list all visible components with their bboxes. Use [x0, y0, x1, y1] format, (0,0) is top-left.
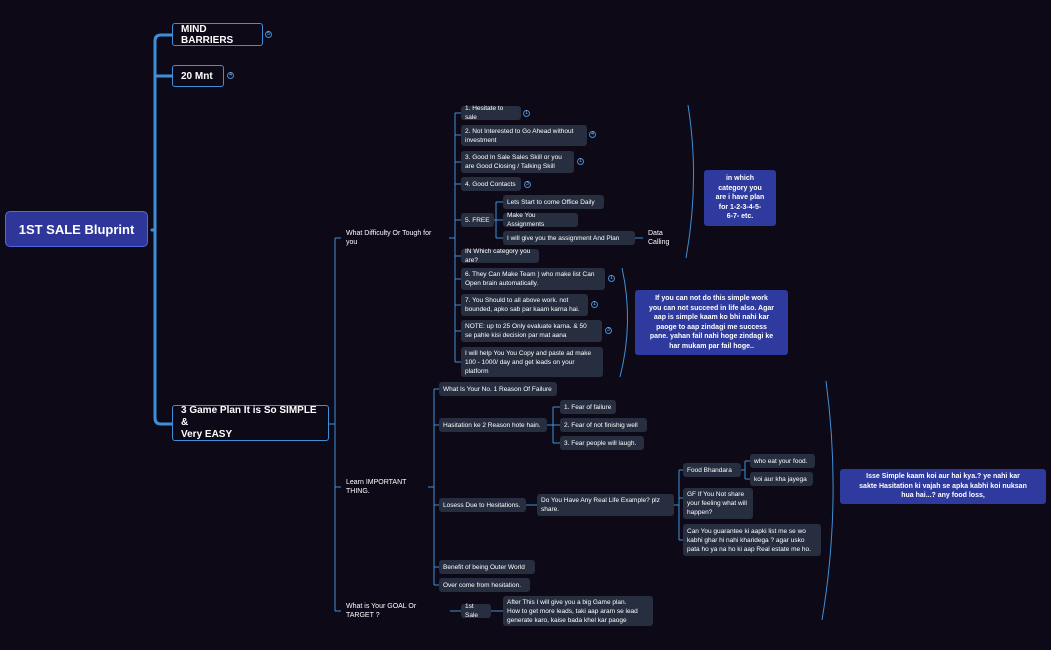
count-badge: 3	[524, 181, 531, 188]
branch-20-mnt[interactable]: 20 Mnt	[172, 65, 224, 87]
fear-item[interactable]: 1. Fear of failure	[560, 400, 616, 414]
count-badge: 1	[577, 158, 584, 165]
root-node[interactable]: 1ST SALE Bluprint	[5, 211, 148, 247]
data-calling-node[interactable]: Data Calling	[648, 230, 670, 246]
free-item[interactable]: Make You Assignments	[503, 212, 578, 228]
difficulty-item[interactable]: 6. They Can Make Team ) who make list Ca…	[461, 268, 605, 290]
fear-item[interactable]: 3. Fear people will laugh.	[560, 436, 644, 450]
food-item[interactable]: who eat your food.	[750, 454, 815, 468]
overcome-item[interactable]: Over come from hesitation.	[439, 578, 530, 592]
gf-question-item[interactable]: GF If You Not share your feeling what wi…	[683, 488, 753, 519]
failure-reason-item[interactable]: What Is Your No. 1 Reason Of Failure	[439, 382, 557, 396]
difficulty-item[interactable]: 2. Not Interested to Go Ahead without in…	[461, 125, 587, 146]
note-item[interactable]: NOTE: up to 25 Only evaluate karna. & 50…	[461, 320, 602, 342]
goal-node[interactable]: What is Your GOAL Or TARGET ?	[346, 603, 417, 619]
count-badge: 1	[523, 110, 530, 117]
count-badge: 5	[265, 31, 272, 38]
count-badge: 3	[605, 327, 612, 334]
count-badge: 1	[591, 301, 598, 308]
difficulty-item-free[interactable]: 5. FREE	[461, 213, 494, 227]
count-badge: 4	[589, 131, 596, 138]
branch-mind-barriers[interactable]: MIND BARRIERS	[172, 23, 263, 46]
guarantee-item[interactable]: Can You guarantee ki aapki list me se wo…	[683, 524, 821, 556]
fail-callout: If you can not do this simple work you c…	[635, 290, 788, 355]
count-badge: 1	[608, 275, 615, 282]
help-item[interactable]: I will help You You Copy and paste ad ma…	[461, 347, 603, 377]
food-bhandara-item[interactable]: Food Bhandara	[683, 463, 741, 477]
category-question[interactable]: IN Which category you are?	[461, 248, 539, 264]
difficulty-item[interactable]: 1. Hesitate to sale	[461, 105, 521, 121]
learn-node[interactable]: Learn IMPORTANT THING.	[346, 479, 407, 495]
difficulty-item[interactable]: 3. Good In Sale Sales Skill or you are G…	[461, 151, 574, 173]
food-item[interactable]: koi aur kha jayega	[750, 472, 813, 486]
branch-game-plan[interactable]: 3 Game Plan It is So SIMPLE & Very EASY	[172, 405, 329, 441]
first-sale-item[interactable]: 1st Sale	[461, 603, 491, 619]
real-life-example-item[interactable]: Do You Have Any Real Life Example? plz s…	[537, 494, 674, 516]
free-item[interactable]: I will give you the assignment And Plan	[503, 231, 635, 245]
hesitation-callout: Isse Simple kaam koi aur hai kya.? ye na…	[840, 469, 1046, 504]
hesitation-reasons-item[interactable]: Hasitation ke 2 Reason hote hain.	[439, 418, 547, 432]
benefit-item[interactable]: Benefit of being Outer World	[439, 560, 535, 574]
count-badge: 4	[227, 72, 234, 79]
category-callout: in which category you are i have plan fo…	[704, 170, 776, 226]
losses-item[interactable]: Losess Due to Hesitations.	[439, 498, 526, 512]
game-plan-text[interactable]: After This I will give you a big Game pl…	[503, 596, 653, 626]
free-item[interactable]: Lets Start to come Office Daily	[503, 195, 604, 209]
difficulty-item[interactable]: 7. You Should to all above work. not bou…	[461, 294, 588, 316]
difficulty-item[interactable]: 4. Good Contacts	[461, 177, 521, 191]
fear-item[interactable]: 2. Fear of not finishig well	[560, 418, 647, 432]
difficulty-node[interactable]: What Difficulty Or Tough for you	[346, 230, 432, 246]
